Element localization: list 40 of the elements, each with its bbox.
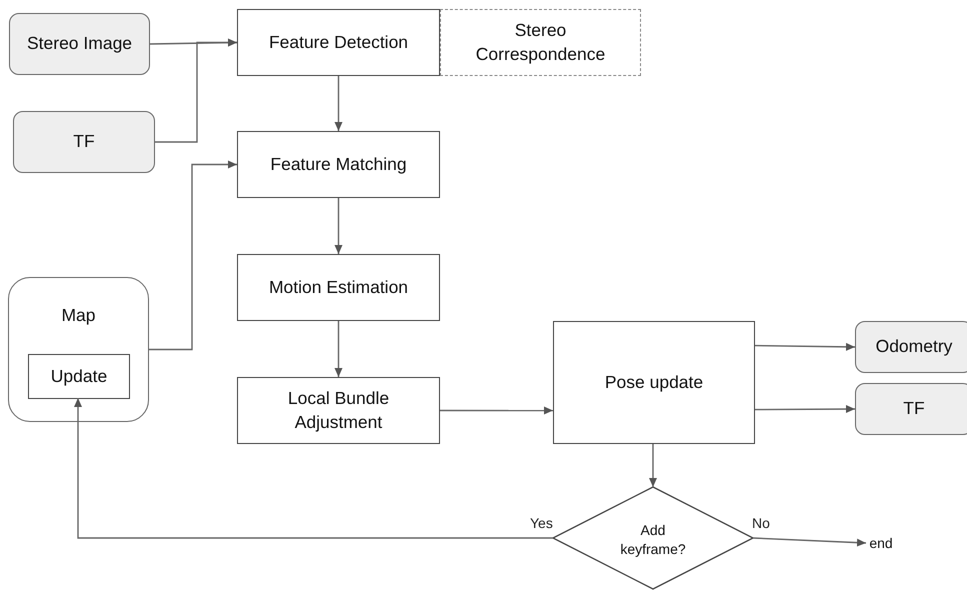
arrow <box>74 398 553 539</box>
process-box <box>553 321 755 444</box>
node-label: end <box>869 534 893 552</box>
node-label: Stereo Image <box>26 32 132 56</box>
node-label: TF <box>903 397 925 420</box>
input-box <box>855 321 967 373</box>
decision-diamond <box>553 487 753 589</box>
arrow <box>334 198 342 254</box>
dashed-process-box <box>440 9 641 76</box>
arrow <box>755 342 855 351</box>
node-label: Add keyframe? <box>619 521 687 559</box>
arrow <box>334 321 342 377</box>
arrow <box>155 38 237 143</box>
node-label: Update <box>50 364 108 388</box>
node-label: Map <box>61 304 96 327</box>
arrow <box>440 406 553 415</box>
process-box <box>28 354 130 399</box>
edge-label: No <box>750 515 772 531</box>
node-label: Pose update <box>604 370 704 394</box>
node-label: Feature Matching <box>270 152 407 176</box>
input-box <box>9 13 150 75</box>
process-box <box>237 131 440 198</box>
input-box <box>13 111 155 173</box>
node-label: TF <box>73 130 95 154</box>
process-box <box>237 377 440 444</box>
node-label: Feature Detection <box>268 30 408 54</box>
arrow <box>334 76 342 131</box>
arrow <box>755 405 855 414</box>
node-label: Odometry <box>876 335 952 358</box>
edge-label: Yes <box>528 515 555 531</box>
process-box <box>237 254 440 321</box>
arrow <box>149 160 237 350</box>
node-label: Local Bundle Adjustment <box>286 386 390 434</box>
node-label: Stereo Correspondence <box>474 18 606 66</box>
input-box <box>855 383 967 435</box>
arrow <box>752 537 866 547</box>
process-box <box>237 9 440 76</box>
node-label: Motion Estimation <box>268 276 408 299</box>
arrow <box>649 444 657 487</box>
group-box <box>8 277 149 422</box>
